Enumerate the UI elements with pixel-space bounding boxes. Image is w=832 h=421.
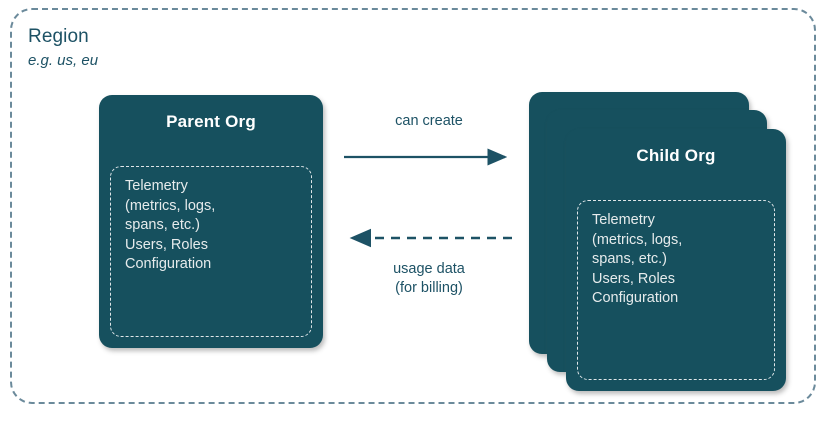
child-org-contents-box: Telemetry (metrics, logs, spans, etc.) U… [577,200,775,380]
parent-org-contents-box: Telemetry (metrics, logs, spans, etc.) U… [110,166,312,337]
parent-org-title: Parent Org [166,112,256,131]
parent-org-contents-text: Telemetry (metrics, logs, spans, etc.) U… [125,178,216,272]
child-org-contents-text: Telemetry (metrics, logs, spans, etc.) U… [592,212,683,306]
child-org-card-front[interactable]: Child Org Telemetry (metrics, logs, span… [566,129,786,391]
usage-data-label: usage data (for billing) [393,261,465,296]
region-boundary [10,8,816,404]
region-title: Region [28,26,89,47]
parent-org-card[interactable]: Parent Org Telemetry (metrics, logs, spa… [99,95,323,348]
region-subtitle: e.g. us, eu [28,52,99,69]
child-org-title: Child Org [636,146,716,165]
can-create-label: can create [395,113,463,129]
child-org-stack: Child Org Telemetry (metrics, logs, span… [529,92,787,392]
